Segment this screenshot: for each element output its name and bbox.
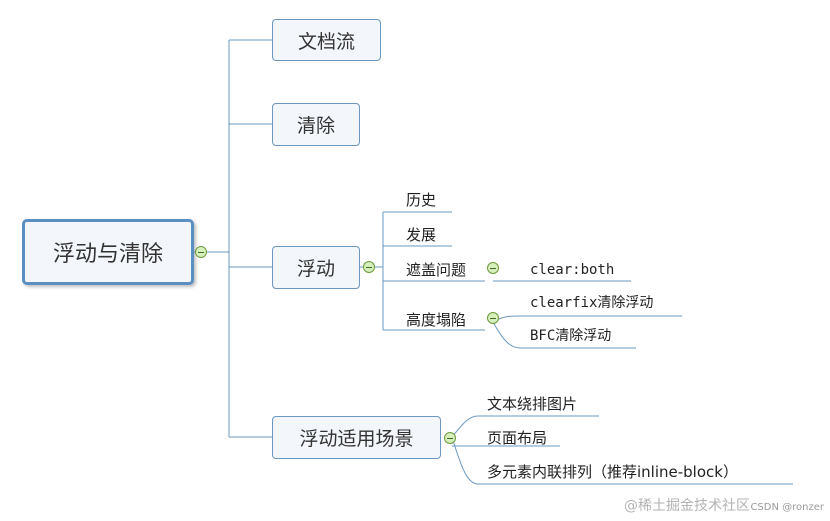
topic-use-cases-label: 浮动适用场景 bbox=[299, 428, 414, 450]
topic-float[interactable]: 浮动 bbox=[272, 246, 360, 289]
topic-clear[interactable]: 清除 bbox=[272, 103, 360, 146]
float-item-overlap[interactable]: 遮盖问题 bbox=[406, 261, 467, 279]
collapse-bfc[interactable]: BFC清除浮动 bbox=[530, 328, 612, 344]
float-item-collapse[interactable]: 高度塌陷 bbox=[406, 311, 467, 329]
root-collapse-toggle[interactable] bbox=[195, 246, 207, 258]
overlap-collapse-toggle[interactable] bbox=[487, 262, 499, 274]
watermark: @稀土掘金技术社区 CSDN @ronzer bbox=[624, 495, 824, 515]
watermark-main: @稀土掘金技术社区 bbox=[623, 498, 750, 514]
overlap-clear-both[interactable]: clear:both bbox=[530, 262, 615, 278]
root-node-label: 浮动与清除 bbox=[52, 242, 163, 267]
topic-use-cases[interactable]: 浮动适用场景 bbox=[272, 416, 441, 459]
topic-clear-label: 清除 bbox=[296, 115, 335, 137]
collapse-collapse-toggle[interactable] bbox=[487, 312, 499, 324]
use-case-page-layout[interactable]: 页面布局 bbox=[487, 429, 548, 447]
use-cases-collapse-toggle[interactable] bbox=[444, 432, 456, 444]
topic-doc-flow-label: 文档流 bbox=[297, 30, 355, 53]
use-case-multi-inline[interactable]: 多元素内联排列（推荐inline-block） bbox=[487, 463, 738, 481]
topic-doc-flow[interactable]: 文档流 bbox=[272, 19, 381, 61]
float-item-development[interactable]: 发展 bbox=[406, 226, 437, 244]
float-item-history[interactable]: 历史 bbox=[406, 191, 437, 209]
root-node[interactable]: 浮动与清除 bbox=[22, 219, 194, 285]
collapse-clearfix[interactable]: clearfix清除浮动 bbox=[530, 295, 654, 311]
topic-float-label: 浮动 bbox=[296, 258, 335, 280]
watermark-overlay: CSDN @ronzer bbox=[750, 502, 824, 513]
use-case-text-wrap[interactable]: 文本绕排图片 bbox=[487, 395, 578, 413]
float-collapse-toggle[interactable] bbox=[363, 261, 375, 273]
